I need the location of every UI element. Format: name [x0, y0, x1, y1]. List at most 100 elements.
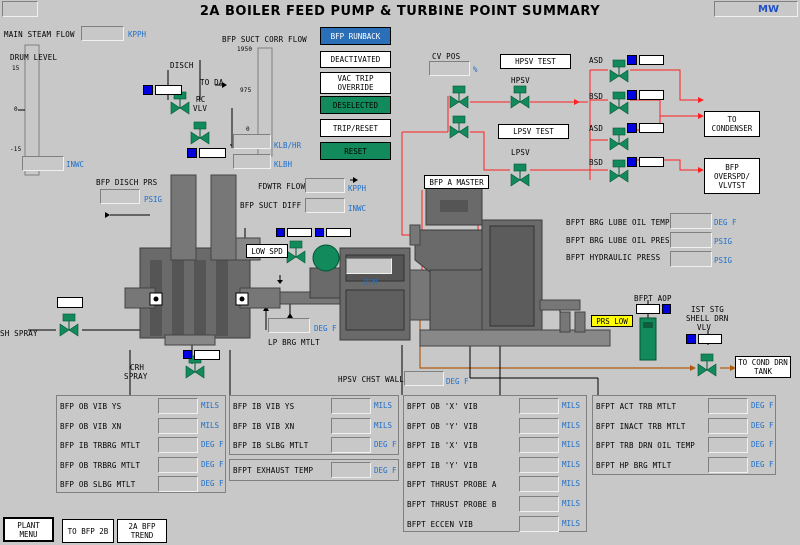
to-cond-drn-label-2: TANK	[753, 367, 773, 376]
crh-spray-pos	[194, 350, 220, 360]
rc-vlv-label-1: RC	[196, 95, 206, 104]
metric-unit: DEG F	[751, 459, 774, 469]
bsd2-status[interactable]	[627, 157, 637, 167]
metric-value-field	[158, 417, 198, 434]
disch-valve-status[interactable]	[187, 148, 197, 158]
trend-label-2: TREND	[130, 531, 154, 540]
bfp-suct-diff-unit: INWC	[348, 204, 367, 213]
to-condenser-label-2: CONDENSER	[711, 124, 753, 133]
metric-label: BFPT IB 'X' VIB	[407, 441, 478, 451]
metric-value-field	[158, 456, 198, 473]
suct-corr-field	[233, 134, 271, 149]
hyd-press-field	[670, 251, 712, 267]
bsd1-status[interactable]	[627, 90, 637, 100]
asd1-pos	[639, 55, 664, 65]
bfp-oversp-label-1: BFP	[725, 162, 739, 172]
vac-trip-override-button[interactable]: VAC TRIP OVERRIDE	[320, 72, 391, 94]
sh-spray-label: SH SPRAY	[0, 329, 38, 338]
metric-value-field	[158, 398, 198, 414]
trend-label-1: 2A BFP	[128, 522, 156, 531]
bfp-suct-diff-field	[305, 198, 345, 213]
to-bfp-2b-button[interactable]: TO BFP 2B	[62, 519, 114, 543]
suct-corr-flow-label: BFP SUCT CORR FLOW	[222, 35, 307, 44]
bfp-trend-button[interactable]: 2A BFP TREND	[117, 519, 167, 543]
motor-value-2	[326, 228, 351, 237]
plant-menu-button[interactable]: PLANT MENU	[3, 517, 54, 542]
metric-unit: MILS	[201, 401, 220, 410]
metric-value-field	[331, 437, 371, 453]
reset-label: RESET	[344, 146, 367, 156]
metric-label: BFP IB VIB YS	[233, 402, 295, 411]
lube-press-field	[670, 232, 712, 248]
hpsv-chst-wall-unit: DEG F	[446, 377, 469, 386]
metric-label: BFPT INACT TRB MTLT	[596, 421, 686, 431]
to-condenser-label-1: TO	[727, 115, 737, 124]
bfpt-aop-status[interactable]	[662, 304, 671, 314]
to-cond-drn-tank-button[interactable]: TO COND DRN TANK	[735, 356, 791, 378]
metric-unit: MILS	[374, 401, 393, 410]
cv-pos-label: CV POS	[432, 52, 461, 61]
asd2-status[interactable]	[627, 123, 637, 133]
trip-reset-button[interactable]: TRIP/RESET	[320, 119, 391, 137]
cv-pos-field	[429, 61, 470, 76]
drum-tick-mid: 0	[14, 106, 18, 113]
lpsv-label: LPSV	[511, 148, 530, 157]
metric-value-field	[519, 496, 559, 512]
to-condenser-button[interactable]: TO CONDENSER	[704, 111, 760, 137]
metric-value-field	[331, 417, 371, 434]
suct-corr-unit-klbh: KLBH	[274, 160, 293, 169]
rpm-unit: RPM	[364, 278, 378, 287]
crh-spray-status[interactable]	[183, 350, 192, 359]
rc-vlv-label-2: VLV	[193, 104, 208, 113]
bfp-disch-prs-unit: PSIG	[144, 195, 163, 204]
drum-tick-bot: -15	[10, 146, 22, 153]
bfp-disch-prs-field	[100, 189, 140, 204]
bfp-runback-button[interactable]: BFP RUNBACK	[320, 27, 391, 45]
rc-valve-status[interactable]	[143, 85, 153, 95]
metric-label: BFPT ACT TRB MTLT	[596, 402, 677, 411]
hpsv-test-button[interactable]: HPSV TEST	[500, 54, 571, 69]
shell-drn-status[interactable]	[686, 334, 696, 344]
metric-unit: MILS	[562, 440, 581, 450]
suct-corr-unit-klb-hr: KLB/HR	[274, 141, 302, 150]
vac-trip-override-label: OVERRIDE	[337, 83, 374, 92]
hpsv-label: HPSV	[511, 76, 530, 85]
bfp-overspeed-button[interactable]: BFP OVERSPD/ VLVTST	[704, 158, 760, 194]
low-spd-button[interactable]: LOW SPD	[246, 244, 288, 258]
bfp-runback-label: BFP RUNBACK	[330, 31, 381, 41]
bsd1-pos	[639, 90, 664, 100]
motor-status-2[interactable]	[315, 228, 324, 237]
lp-brg-mtlt-label: LP BRG MTLT	[268, 338, 320, 347]
metric-label: BFPT IB 'Y' VIB	[407, 460, 478, 470]
bfpt-aop-label: BFPT AOP	[634, 294, 672, 303]
bfp-a-master-label: BFP A MASTER	[429, 177, 484, 187]
page-title: 2A BOILER FEED PUMP & TURBINE POINT SUMM…	[199, 4, 601, 19]
metric-value-field	[519, 398, 559, 414]
asd1-status[interactable]	[627, 55, 637, 65]
mw-field: MW	[714, 1, 798, 17]
metric-value-field	[158, 437, 198, 453]
metric-value-field	[708, 417, 748, 434]
crh-spray-label-2: SPRAY	[124, 372, 148, 381]
bsd2-pos	[639, 157, 664, 167]
deactivated-button[interactable]: DEACTIVATED	[320, 51, 391, 68]
deselected-button[interactable]: DESELECTED	[320, 96, 391, 114]
metric-unit: MILS	[201, 420, 220, 430]
metric-unit: MILS	[374, 420, 393, 430]
to-da-label: TO DA	[200, 78, 224, 87]
exhaust-temp-label: BFPT EXHAUST TEMP	[233, 466, 314, 475]
bfp-a-master-button[interactable]: BFP A MASTER	[424, 175, 489, 189]
lpsv-test-button[interactable]: LPSV TEST	[498, 124, 569, 139]
asd2-pos	[639, 123, 664, 133]
metric-label: BFPT THRUST PROBE A	[407, 480, 497, 490]
motor-status-1[interactable]	[276, 228, 285, 237]
header-left-field	[2, 1, 38, 17]
reset-button[interactable]: RESET	[320, 142, 391, 160]
metric-value-field	[708, 398, 748, 414]
drum-tick-top: 15	[12, 65, 20, 72]
bfp-oversp-label-2: OVERSPD/	[713, 171, 751, 181]
plant-menu-label-2: MENU	[19, 529, 38, 539]
metric-value-field	[519, 437, 559, 454]
